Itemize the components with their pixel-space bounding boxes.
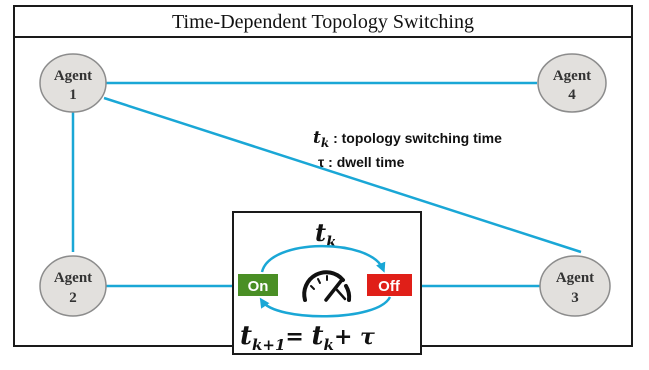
on-button[interactable]: On xyxy=(238,274,278,296)
agent-2: Agent 2 xyxy=(39,255,107,317)
eq-plus-tau: + τ xyxy=(334,324,375,350)
arrow-off-to-on xyxy=(259,296,392,318)
agent-1-number: 1 xyxy=(69,87,77,103)
switch-bottom-equation: tk+1= tk+ τ xyxy=(240,321,375,354)
eq-lhs-symbol: t xyxy=(240,321,252,351)
arrow-on-to-off xyxy=(260,244,386,273)
edges xyxy=(71,81,582,288)
legend-tk-subscript: k xyxy=(321,136,329,150)
speedometer-icon xyxy=(302,270,352,302)
agent-4: Agent 4 xyxy=(537,53,607,113)
on-button-label: On xyxy=(248,278,269,295)
eq-rhs-subscript: k xyxy=(324,336,334,354)
switch-box: tk On Off tk+1= tk+ τ xyxy=(232,211,422,355)
switch-top-subscript: k xyxy=(326,233,336,251)
eq-rhs-symbol: t xyxy=(312,321,324,351)
agent-4-number: 4 xyxy=(568,87,576,103)
off-button-label: Off xyxy=(378,278,401,295)
legend-tau-symbol: τ xyxy=(318,154,325,170)
eq-equals: = xyxy=(285,324,311,350)
switch-top-symbol: t xyxy=(315,218,326,247)
legend-tk-desc: : topology switching time xyxy=(329,130,502,146)
legend: tk : topology switching time τ : dwell t… xyxy=(313,128,502,170)
legend-tau-desc: : dwell time xyxy=(324,154,404,170)
agent-1-name: Agent xyxy=(54,68,92,84)
legend-tau-line: τ : dwell time xyxy=(318,154,405,170)
legend-tk-symbol: t xyxy=(313,128,321,148)
legend-tk-line: tk : topology switching time xyxy=(313,128,502,150)
agent-2-name: Agent xyxy=(54,270,92,286)
agent-1: Agent 1 xyxy=(39,53,107,113)
diagram-title: Time-Dependent Topology Switching xyxy=(15,7,631,38)
agent-3-name: Agent xyxy=(556,270,594,286)
agent-2-number: 2 xyxy=(69,290,77,306)
agent-4-name: Agent xyxy=(553,68,591,84)
agent-3: Agent 3 xyxy=(539,255,611,317)
agent-3-number: 3 xyxy=(571,290,579,306)
switch-top-label: tk xyxy=(315,218,337,251)
off-button[interactable]: Off xyxy=(367,274,412,296)
eq-lhs-subscript: k+1 xyxy=(252,336,285,354)
edge-agent1-agent3 xyxy=(103,96,582,254)
